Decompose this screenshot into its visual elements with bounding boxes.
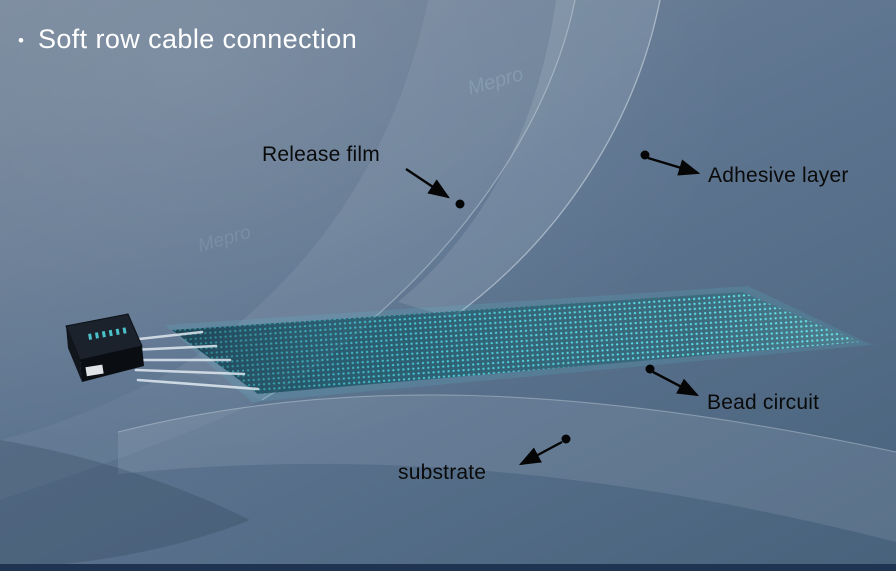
connector-label-patch bbox=[85, 364, 104, 377]
substrate-ribbon bbox=[118, 394, 896, 542]
release-film-dot bbox=[455, 199, 465, 209]
substrate-arrow bbox=[518, 440, 563, 466]
substrate-edge-highlight bbox=[117, 394, 896, 453]
bead-circuit-arrow bbox=[652, 370, 700, 397]
bead-circuit-tint bbox=[172, 292, 860, 394]
title-text: Soft row cable connection bbox=[37, 24, 358, 54]
adhesive-layer-edge-highlight bbox=[451, 0, 661, 319]
page-title: • Soft row cable connection bbox=[18, 24, 357, 55]
bottom-left-shadow bbox=[0, 440, 250, 568]
adhesive-layer-ribbon bbox=[398, 0, 660, 318]
anchor-dots bbox=[455, 150, 655, 444]
label-release-film: Release film bbox=[262, 143, 380, 166]
substrate-dot bbox=[561, 434, 571, 444]
label-substrate: substrate bbox=[398, 461, 487, 484]
bead-circuit-dot bbox=[645, 364, 655, 374]
release-film-ribbon bbox=[178, 0, 575, 400]
release-film-tail bbox=[0, 368, 262, 500]
adhesive-layer-dot bbox=[640, 150, 650, 160]
label-bead-circuit: Bead circuit bbox=[707, 391, 820, 414]
release-film-arrow bbox=[405, 168, 450, 199]
callout-arrows bbox=[405, 156, 701, 466]
connector bbox=[65, 313, 144, 382]
connector-traces bbox=[128, 330, 260, 391]
bottom-bar bbox=[0, 564, 896, 571]
title-bullet: • bbox=[18, 31, 24, 50]
watermark-text: Mepro bbox=[196, 222, 254, 257]
label-adhesive-layer: Adhesive layer bbox=[708, 164, 849, 187]
adhesive-layer-arrow bbox=[647, 156, 701, 176]
